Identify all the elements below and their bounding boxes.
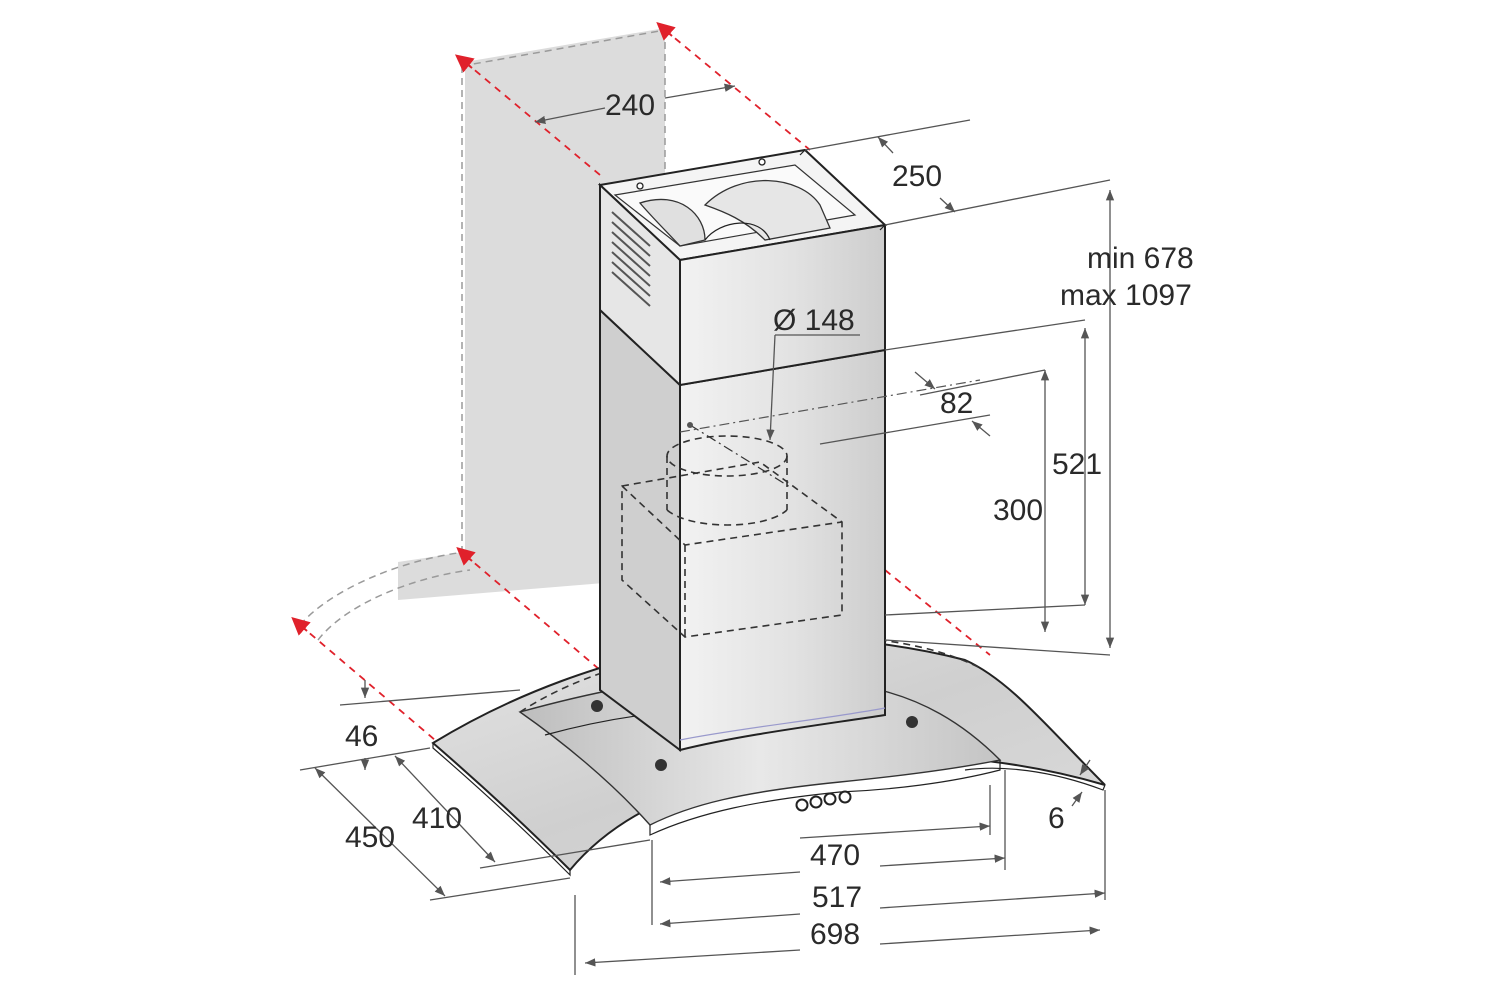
- dim-control-width: 470: [810, 839, 860, 872]
- dim-canopy-depth-inner: 410: [412, 802, 462, 835]
- dim-glass-thickness: 6: [1048, 802, 1065, 835]
- hidden-motor-box: [621, 379, 981, 638]
- dim-height-max: max 1097: [1060, 279, 1192, 312]
- dim-height-min: min 678: [1087, 242, 1194, 275]
- lower-chimney: [599, 307, 886, 752]
- control-panel: [795, 790, 852, 812]
- control-knob-icon[interactable]: [809, 795, 823, 809]
- dim-chimney-depth: 240: [605, 89, 655, 122]
- wall-marker-arrow-1: [454, 54, 475, 73]
- control-knob-icon[interactable]: [795, 798, 809, 812]
- dim-chimney-width: 250: [892, 160, 942, 193]
- vent-grille: [611, 211, 651, 307]
- wall-marker-arrow-3: [456, 547, 476, 566]
- dim-outlet-height: 300: [993, 494, 1043, 527]
- dim-overall-width: 698: [810, 918, 860, 951]
- control-knob-icon[interactable]: [838, 790, 852, 804]
- wall-marker-arrow-4: [291, 617, 311, 636]
- dim-canopy-depth-outer: 450: [345, 821, 395, 854]
- dim-glass-edge: 46: [345, 720, 378, 753]
- dim-duct-offset: 82: [940, 387, 973, 420]
- upper-chimney: [597, 148, 888, 388]
- dim-body-width: 517: [812, 881, 862, 914]
- wall-marker-arrow-2: [656, 22, 676, 41]
- back-wall: [299, 28, 666, 641]
- control-knob-icon[interactable]: [823, 792, 837, 806]
- dim-chimney-min-height: 521: [1052, 448, 1102, 481]
- dimension-lines: [299, 83, 1115, 975]
- dim-duct-diameter: Ø 148: [773, 304, 855, 337]
